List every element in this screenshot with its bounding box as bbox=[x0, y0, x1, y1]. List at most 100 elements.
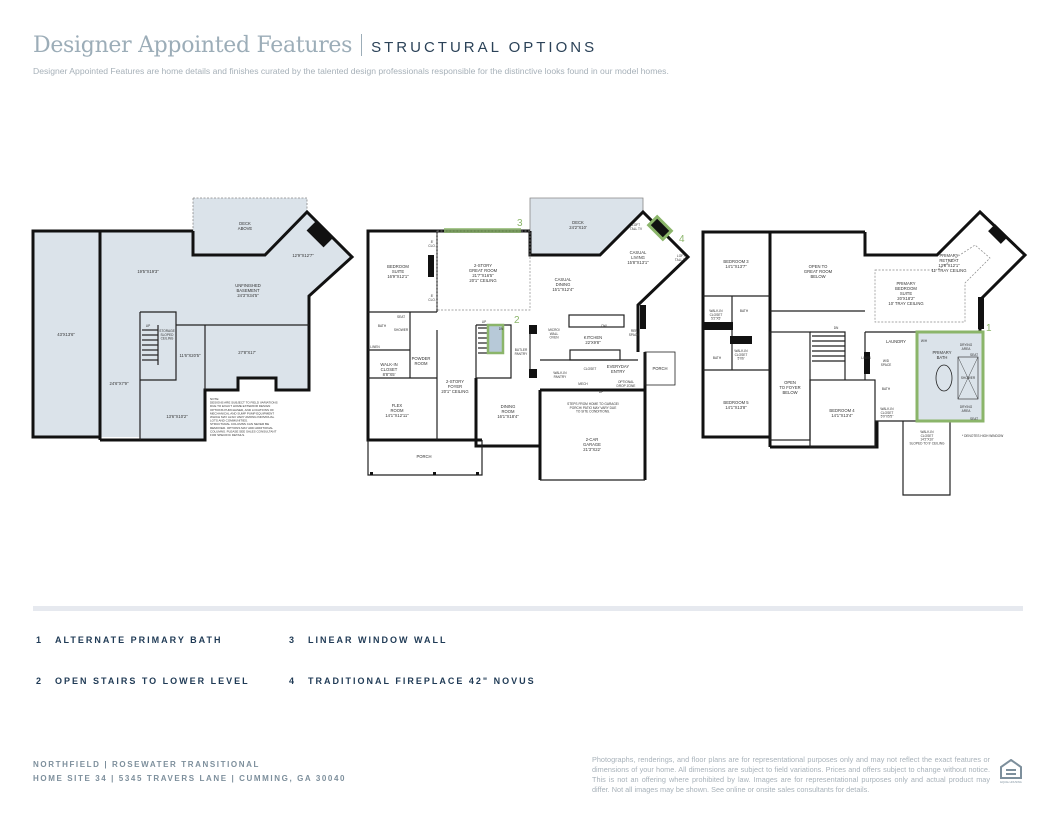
label-line: ROOM bbox=[414, 361, 428, 366]
label-line: WALK-IN bbox=[880, 407, 894, 411]
legend-number: 3 bbox=[289, 635, 297, 645]
label-line: 13'8"X12'1" bbox=[938, 263, 960, 268]
label-line: 14'1"X12'11" bbox=[385, 413, 409, 418]
label-line: WALK-IN bbox=[380, 362, 397, 367]
label-line: DUE TO EXACT HOME EXTERIOR DESIGN bbox=[210, 404, 270, 408]
label-line: LINEN bbox=[370, 345, 380, 349]
label-line: 43'X13'6" bbox=[57, 332, 75, 337]
label-line: ABOVE bbox=[238, 226, 253, 231]
fireplace-icon bbox=[306, 220, 334, 248]
label-line: PRIMARY bbox=[939, 253, 958, 258]
label-line: LOFT bbox=[677, 254, 685, 258]
label-line: 21'3"X22' bbox=[583, 447, 601, 452]
label-line: 2-STORY bbox=[474, 263, 492, 268]
label-line: SLOPED TO 9' CEILING bbox=[909, 442, 945, 446]
legend-number: 2 bbox=[36, 676, 44, 686]
label-line: 20'X18'2" bbox=[897, 296, 915, 301]
label-line: 14'1"X13'8" bbox=[725, 405, 747, 410]
label-line: CLOSET bbox=[710, 313, 723, 317]
room-label-room-c: 11'6"X20'5" bbox=[179, 353, 201, 358]
room-label-angled-room: 12'9"X12'7" bbox=[292, 253, 314, 258]
label-line: WALK-IN bbox=[553, 371, 567, 375]
label-line: GREAT ROOM bbox=[804, 269, 833, 274]
label-line: DECK bbox=[239, 221, 251, 226]
room-label-laundry: LAUNDRY bbox=[886, 339, 906, 344]
label-line: 15'8"X13'1" bbox=[627, 260, 649, 265]
label-line: 22'X9'8" bbox=[585, 340, 601, 345]
label-line: TO FOYER bbox=[779, 385, 800, 390]
basement-stairs bbox=[142, 325, 159, 365]
label-line: MICRO/ bbox=[548, 328, 560, 332]
label-line: LOTS AND COMMUNITIES. bbox=[210, 419, 248, 423]
label-line: 10' TRAY CEILING bbox=[888, 301, 923, 306]
label-line: 8' bbox=[431, 240, 434, 244]
label-line: BEDROOM bbox=[895, 286, 917, 291]
label-line: * DENOTES HIGH WINDOW bbox=[962, 434, 1003, 438]
label-line: PANTRY bbox=[554, 375, 568, 379]
label-line: BEDROOM 5 bbox=[723, 400, 749, 405]
label-line: SHOWER bbox=[961, 376, 976, 380]
label-line: OPTIONAL bbox=[618, 380, 634, 384]
room-label-dw: DW bbox=[601, 324, 606, 328]
label-line: CLOSET bbox=[584, 367, 597, 371]
label-line: SUITE bbox=[392, 269, 405, 274]
label-line: DROP ZONE bbox=[617, 384, 636, 388]
label-line: SEAT bbox=[970, 417, 978, 421]
basement-walls bbox=[31, 229, 193, 439]
room-label-closet: CLOSET bbox=[584, 367, 597, 371]
legend-label: TRADITIONAL FIREPLACE 42" NOVUS bbox=[308, 676, 536, 686]
label-line: BELOW bbox=[810, 274, 825, 279]
label-line: 14'1"X13'7" bbox=[725, 264, 747, 269]
label-line: DECK bbox=[572, 220, 584, 225]
label-line: AREA bbox=[962, 347, 972, 351]
label-line: 20'1" CEILING bbox=[469, 278, 496, 283]
label-line: CLOSET bbox=[881, 411, 894, 415]
marker-4: 4 bbox=[679, 234, 685, 245]
page-title: Designer Appointed Features bbox=[33, 33, 353, 58]
room-label-bath: BATH bbox=[378, 324, 387, 328]
label-line: OPEN bbox=[784, 380, 796, 385]
label-line: EVERYDAY bbox=[607, 364, 630, 369]
option-4-fireplace-highlight bbox=[646, 214, 674, 242]
room-label-room-a: 19'5"X19'3" bbox=[137, 269, 159, 274]
room-label-up: UP bbox=[146, 324, 150, 328]
label-line: WALK-IN bbox=[734, 349, 748, 353]
label-line: OPEN TO bbox=[809, 264, 828, 269]
room-label-porch-front: PORCH bbox=[416, 454, 431, 459]
label-line: ENTRY bbox=[611, 369, 625, 374]
label-line: DN bbox=[499, 327, 504, 331]
upper-walls bbox=[701, 230, 865, 439]
label-line: SLOPED bbox=[161, 333, 175, 337]
label-line: BATH bbox=[937, 355, 948, 360]
label-line: 11'6"X20'5" bbox=[179, 353, 201, 358]
label-line: DINING bbox=[556, 282, 571, 287]
label-line: WALK-IN bbox=[920, 430, 934, 434]
room-label-room-b: 27'8"X17' bbox=[238, 350, 256, 355]
label-line: CASUAL bbox=[630, 250, 647, 255]
label-line: 2-STORY bbox=[446, 379, 464, 384]
room-label-up: UP bbox=[482, 320, 486, 324]
label-line: RETREAT bbox=[939, 258, 959, 263]
label-line: UNFINISHED bbox=[235, 283, 261, 288]
